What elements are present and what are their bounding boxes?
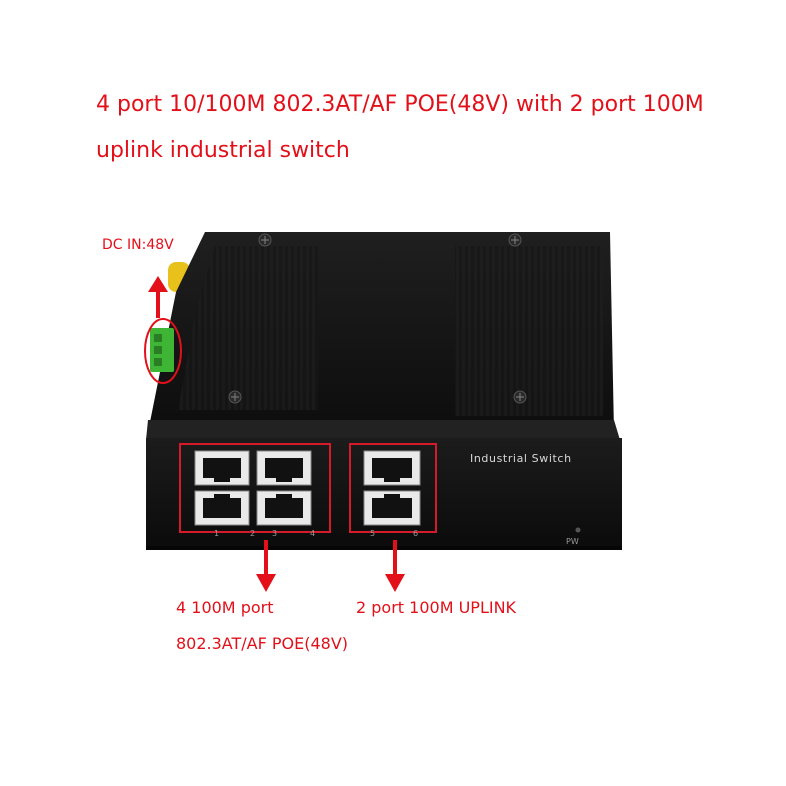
housing-shelf (146, 420, 620, 440)
port-number: 5 (370, 529, 376, 538)
port-number: 2 (250, 529, 256, 538)
rj45-port-icon (194, 450, 421, 526)
uplink-port-group-box (349, 443, 437, 533)
power-led-label: PW (566, 537, 579, 546)
port-number: 3 (272, 529, 278, 538)
port-number: 1 (214, 529, 220, 538)
headline-line-2: uplink industrial switch (96, 138, 350, 163)
poe-port-group-box (179, 443, 331, 533)
port-number: 4 (310, 529, 316, 538)
port-number: 6 (413, 529, 419, 538)
dc-terminal-highlight (144, 318, 182, 384)
power-led (575, 527, 581, 533)
poe-ports-label-line-1: 4 100M port (176, 598, 274, 617)
headline-line-1: 4 port 10/100M 802.3AT/AF POE(48V) with … (96, 92, 704, 117)
housing-ribs-right (455, 246, 603, 416)
arrow-down-icon (385, 574, 405, 592)
device-front-label: Industrial Switch (470, 452, 572, 465)
dc-in-label: DC IN:48V (102, 237, 174, 253)
housing-ribs-left (178, 246, 318, 410)
poe-ports-label-line-2: 802.3AT/AF POE(48V) (176, 634, 349, 653)
uplink-ports-label: 2 port 100M UPLINK (356, 598, 517, 617)
arrow-down-icon (256, 574, 276, 592)
arrow-up-icon (148, 276, 168, 292)
